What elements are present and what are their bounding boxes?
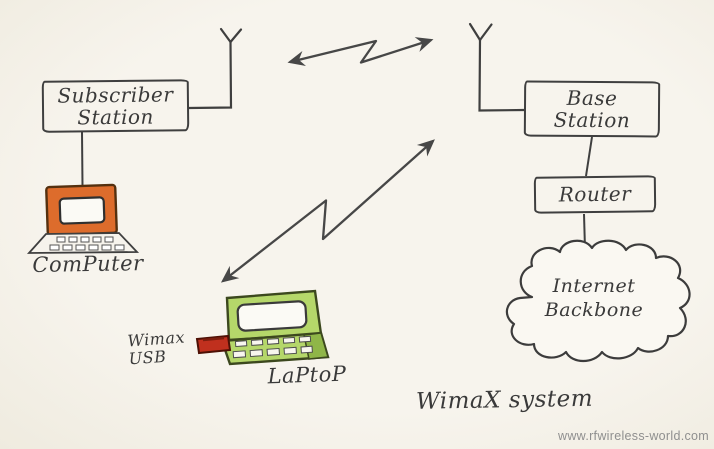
diagram-title: WimaX system xyxy=(415,385,594,415)
subscriber-station-label-line1: Subscriber xyxy=(57,82,174,108)
router-label: Router xyxy=(558,181,632,207)
base-antenna-icon xyxy=(468,22,526,112)
subscriber-station-label-line2: Station xyxy=(77,104,155,130)
internet-backbone-label-line1: Internet xyxy=(552,275,636,297)
laptop-label: LaPtoP xyxy=(267,361,347,389)
base-station-label-line2: Station xyxy=(553,107,631,133)
wimax-usb-dongle-icon xyxy=(195,334,232,355)
router-node: Router xyxy=(533,175,657,214)
computer-icon xyxy=(26,183,140,254)
link-base-to-router xyxy=(585,136,593,177)
wimax-usb-label: Wimax USB xyxy=(127,327,199,368)
internet-backbone-label: Internet Backbone xyxy=(534,275,654,323)
laptop-icon xyxy=(195,289,330,366)
computer-label: ComPuter xyxy=(32,251,144,277)
subscriber-station-node: Subscriber Station xyxy=(41,79,190,133)
watermark-url: www.rfwireless-world.com xyxy=(558,429,709,443)
internet-cloud-shape xyxy=(505,239,691,363)
internet-backbone-label-line2: Backbone xyxy=(544,298,644,321)
subscriber-antenna-icon xyxy=(187,27,243,110)
base-station-node: Base Station xyxy=(523,80,661,138)
wireless-link-ss-bs-arrow xyxy=(287,37,434,67)
link-subscriber-to-computer xyxy=(81,131,84,187)
wireless-link-laptop-bs-arrow xyxy=(220,139,435,283)
base-station-label-line1: Base xyxy=(566,85,618,110)
